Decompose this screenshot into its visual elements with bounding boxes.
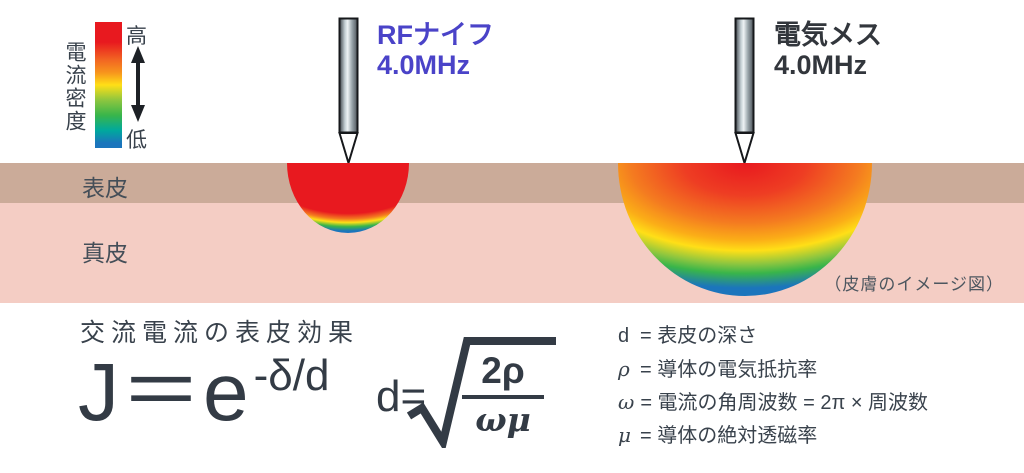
legend-title: 電流密度 bbox=[63, 41, 86, 133]
definition-symbol: μ bbox=[618, 423, 631, 447]
j-formula: J＝e-δ/d bbox=[78, 352, 329, 434]
skin-image-note: （皮膚のイメージ図） bbox=[824, 275, 1004, 294]
legend-high-label: 高 bbox=[126, 25, 147, 48]
rf-knife-frequency: 4.0MHz bbox=[377, 50, 471, 80]
definition-symbol: ω bbox=[618, 390, 635, 414]
variable-definitions: d = 表皮の深さ ρ = 導体の電気抵抗率 ω= 電流の角周波数 = 2π × 周… bbox=[618, 320, 928, 452]
d-formula-fraction: 2ρ ωμ bbox=[462, 349, 544, 438]
definition-text: = 電流の角周波数 = 2π × 周波数 bbox=[640, 392, 929, 414]
definition-rho: ρ = 導体の電気抵抗率 bbox=[618, 353, 928, 386]
definition-omega: ω= 電流の角周波数 = 2π × 周波数 bbox=[618, 386, 928, 419]
definition-text: = 導体の電気抵抗率 bbox=[640, 359, 818, 381]
rf-knife-probe-icon bbox=[338, 17, 359, 165]
j-formula-exponent: -δ/d bbox=[253, 351, 330, 400]
definition-text: = 導体の絶対透磁率 bbox=[640, 425, 818, 447]
definition-d: d = 表皮の深さ bbox=[618, 320, 928, 353]
definition-text: = 表皮の深さ bbox=[640, 325, 758, 347]
epidermis-label: 表皮 bbox=[82, 175, 128, 201]
color-scale-bar bbox=[95, 22, 122, 148]
dermis-label: 真皮 bbox=[82, 240, 128, 266]
electric-scalpel-probe-icon bbox=[734, 17, 755, 165]
electric-scalpel-name: 電気メス bbox=[774, 20, 882, 50]
definition-symbol: d bbox=[618, 325, 630, 347]
rf-knife-name: RFナイフ bbox=[377, 20, 494, 50]
high-low-arrow-icon bbox=[131, 46, 145, 122]
fraction-bar bbox=[462, 395, 544, 399]
fraction-denominator: ωμ bbox=[475, 400, 531, 439]
legend-low-label: 低 bbox=[126, 129, 147, 152]
section-heading: 交流電流の表皮効果 bbox=[80, 319, 360, 347]
electric-scalpel-frequency: 4.0MHz bbox=[774, 50, 868, 80]
rf-knife-label: RFナイフ 4.0MHz bbox=[377, 20, 494, 80]
electric-scalpel-label: 電気メス 4.0MHz bbox=[774, 20, 882, 80]
definition-symbol: ρ bbox=[618, 357, 630, 381]
fraction-numerator: 2ρ bbox=[481, 350, 525, 391]
square-root-icon bbox=[407, 337, 556, 448]
definition-mu: μ = 導体の絶対透磁率 bbox=[618, 419, 928, 452]
j-formula-base: J＝e bbox=[78, 347, 250, 438]
